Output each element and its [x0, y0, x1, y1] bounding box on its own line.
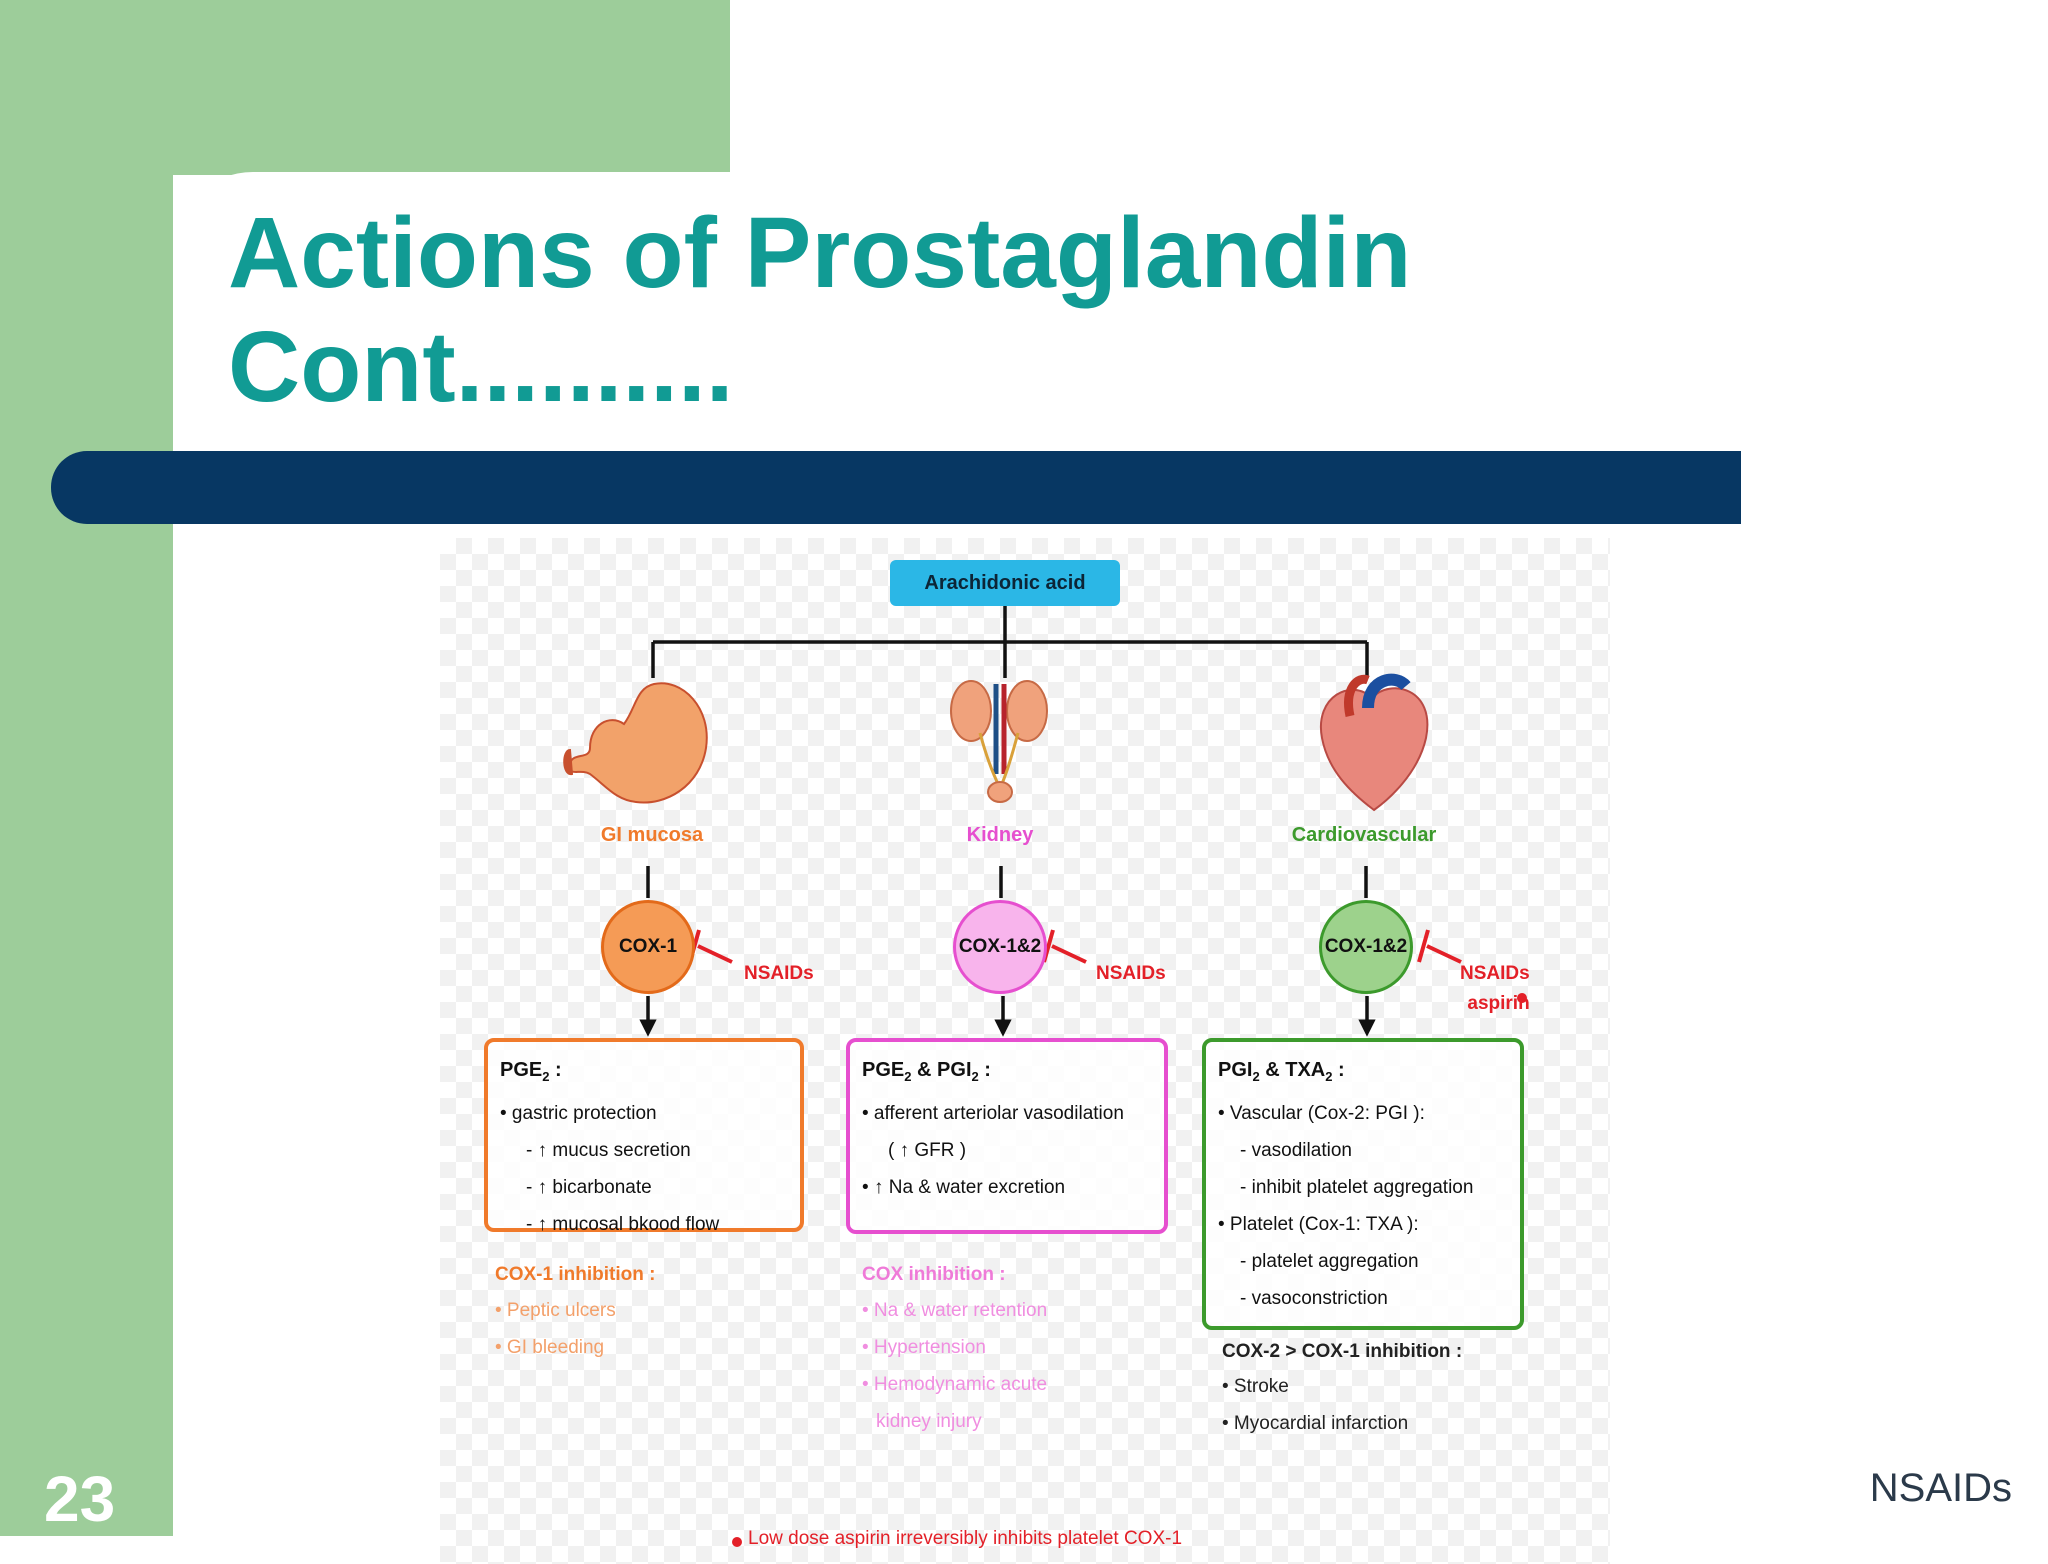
organ-label-kidney: Kidney	[966, 824, 1034, 846]
gi-inhibition-title: COX-1 inhibition :	[495, 1264, 656, 1285]
cardio-line-4: • Platelet (Cox-1: TXA ):	[1218, 1214, 1419, 1235]
cardio-line-2: - vasodilation	[1240, 1140, 1352, 1161]
cardio-effects-box: PGI2 & TXA2 : • Vascular (Cox-2: PGI ): …	[1202, 1038, 1524, 1330]
footnote-dot	[732, 1537, 742, 1547]
kidney-line-3: • ↑ Na & water excretion	[862, 1177, 1066, 1198]
kidney-line-1: • afferent arteriolar vasodilation	[862, 1103, 1124, 1124]
cardio-box-header: PGI2 & TXA2 :	[1218, 1059, 1345, 1084]
aspirin-footnote: Low dose aspirin irreversibly inhibits p…	[748, 1528, 1183, 1549]
diagram-connectors	[563, 606, 1527, 1547]
gi-effect-2: • GI bleeding	[495, 1337, 605, 1358]
nsaids-label-gi: NSAIDs	[744, 963, 814, 984]
cox12-node-kidney: COX-1&2	[953, 900, 1047, 994]
up-arrow-icon: ↑	[537, 1214, 548, 1235]
slide-number: 23	[44, 1463, 116, 1535]
gi-line-3: - ↑ bicarbonate	[526, 1177, 652, 1198]
cardio-line-5: - platelet aggregation	[1240, 1251, 1419, 1272]
slide-title: Actions of Prostaglandin Cont..........	[228, 197, 1412, 423]
kidney-line-2: ( ↑ GFR )	[888, 1140, 967, 1161]
cardio-effect-1: • Stroke	[1222, 1376, 1289, 1397]
kidney-effects-box: PGE2 & PGI2 : • afferent arteriolar vaso…	[846, 1038, 1168, 1234]
up-arrow-icon: ↑	[537, 1140, 548, 1161]
up-arrow-icon: ↑	[537, 1177, 548, 1198]
cardio-inhibition-title: COX-2 > COX-1 inhibition :	[1222, 1341, 1463, 1362]
stomach-icon	[563, 682, 708, 804]
kidney-effects-list: • Na & water retention • Hypertension • …	[862, 1292, 1047, 1440]
organ-label-gi: GI mucosa	[600, 824, 704, 846]
gi-effects-box: PGE2 : • gastric protection - ↑ mucus se…	[484, 1038, 804, 1235]
nsaids-label-cardio: NSAIDs aspirin	[1460, 959, 1530, 1019]
cox12-node-cardio: COX-1&2	[1319, 900, 1413, 994]
cardio-line-1: • Vascular (Cox-2: PGI ):	[1218, 1103, 1425, 1124]
background-green-left	[0, 0, 173, 1536]
kidney-effect-3: • Hemodynamic acute	[862, 1374, 1048, 1395]
gi-box-header: PGE2 :	[500, 1059, 562, 1084]
cardio-line-3: - inhibit platelet aggregation	[1240, 1177, 1474, 1198]
kidney-effect-1: • Na & water retention	[862, 1300, 1048, 1321]
arachidonic-acid-node: Arachidonic acid	[890, 560, 1120, 606]
organ-label-cardio: Cardiovascular	[1291, 824, 1437, 846]
cardio-effects-list: • Stroke • Myocardial infarction	[1222, 1368, 1408, 1442]
prostaglandin-diagram: Arachidonic acid GI mucosa COX-1 NSAIDs …	[440, 538, 1610, 1564]
cox1-node-gi: COX-1	[601, 900, 695, 994]
inhibition-marks	[688, 929, 1462, 964]
aspirin-label: aspirin	[1467, 993, 1530, 1014]
gi-effect-1: • Peptic ulcers	[495, 1300, 616, 1321]
aspirin-dot	[1517, 993, 1527, 1003]
gi-line-1: • gastric protection	[500, 1103, 657, 1124]
up-arrow-icon: ↑	[899, 1140, 910, 1161]
cardio-line-6: - vasoconstriction	[1240, 1288, 1388, 1309]
nsaids-label-kidney: NSAIDs	[1096, 963, 1166, 984]
footer-label: NSAIDs	[1869, 1466, 2012, 1510]
cardio-effect-2: • Myocardial infarction	[1222, 1413, 1409, 1434]
heart-icon	[1319, 673, 1429, 812]
kidney-effect-2: • Hypertension	[862, 1337, 986, 1358]
kidney-effect-4: kidney injury	[876, 1411, 982, 1432]
kidney-icon	[950, 680, 1048, 803]
gi-effects-list: • Peptic ulcers • GI bleeding	[495, 1292, 616, 1366]
gi-line-2: - ↑ mucus secretion	[526, 1140, 691, 1161]
kidney-inhibition-title: COX inhibition :	[862, 1264, 1006, 1285]
title-divider-bar	[51, 451, 1741, 524]
up-arrow-icon: ↑	[873, 1177, 884, 1198]
kidney-box-header: PGE2 & PGI2 :	[862, 1059, 991, 1084]
gi-line-4: - ↑ mucosal bkood flow	[526, 1214, 720, 1235]
